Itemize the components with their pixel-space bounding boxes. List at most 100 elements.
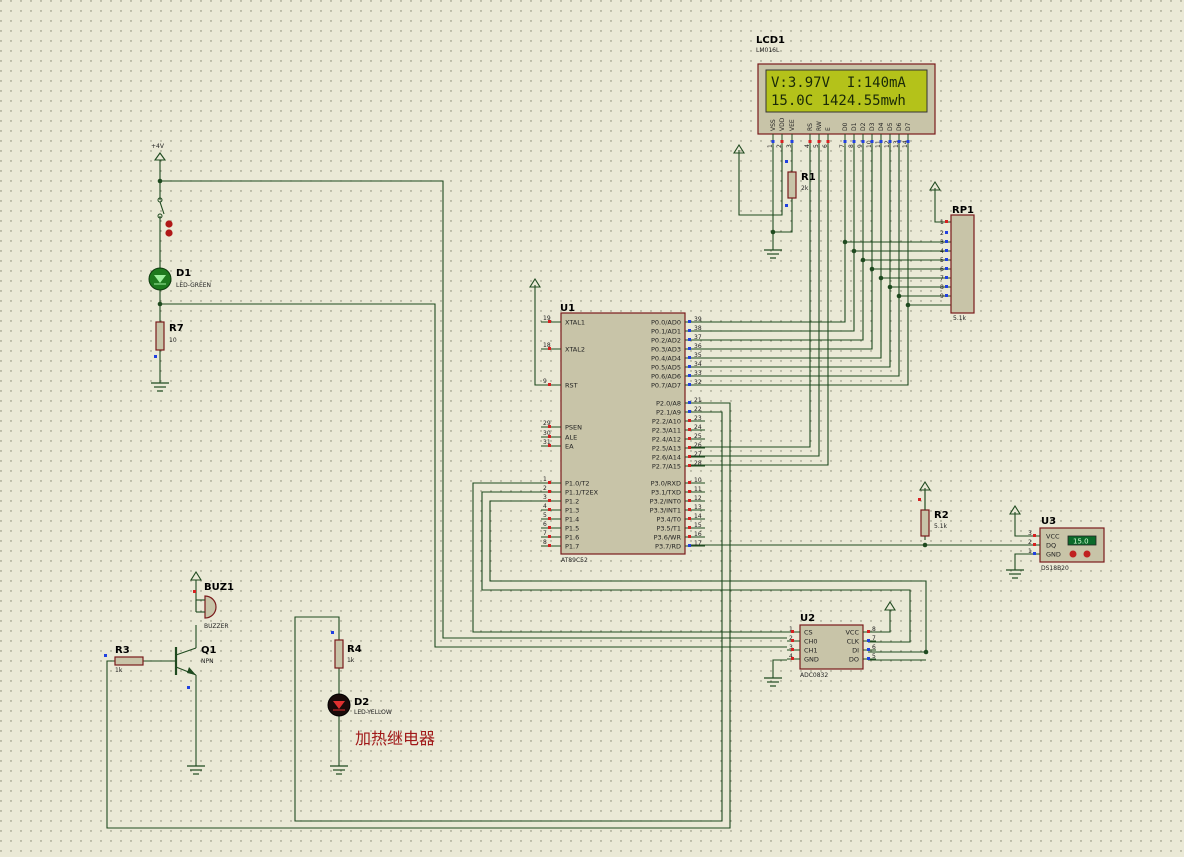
r2-body: [920, 509, 930, 537]
rp1-pin-number: 7: [940, 275, 944, 282]
u1-pin-number: 10: [694, 477, 702, 484]
u1-pin-name: P2.4/A12: [652, 436, 681, 444]
rp1-pin-number: 5: [940, 257, 944, 264]
u3-pin-name: VCC: [1046, 533, 1060, 541]
lcd-pin-label: RS: [807, 123, 814, 131]
lcd-pin-number: 4: [804, 144, 811, 148]
u1-pin-number: 4: [543, 503, 547, 510]
lcd-ref: LCD1: [756, 35, 785, 46]
u3-down-button[interactable]: [1069, 550, 1077, 558]
d2-ref: D2: [354, 697, 369, 708]
lcd-pin-number: 5: [813, 144, 820, 148]
lcd-pin-number: 7: [839, 144, 846, 148]
lcd-pin-number: 6: [822, 144, 829, 148]
r7-ref: R7: [169, 323, 184, 334]
switch-s1[interactable]: [157, 197, 173, 237]
lcd-pin-label: E: [825, 127, 832, 131]
led-d1[interactable]: D1 LED-GREEN: [148, 267, 211, 291]
resistor-r1[interactable]: R1 2k: [785, 160, 816, 207]
u1-pin-number: 22: [694, 406, 702, 413]
r2-value: 5.1k: [934, 523, 948, 530]
rp1-ref: RP1: [952, 205, 974, 216]
u1-model: AT89C52: [561, 557, 588, 564]
power-terminal-4v[interactable]: +4V: [151, 143, 167, 161]
u1-pin-name: P0.1/AD1: [651, 328, 681, 336]
buzzer-drive-wire: [106, 402, 731, 829]
lcd-module[interactable]: LCD1 LM016L V:3.97V I:140mA 15.0C 1424.5…: [756, 35, 936, 148]
u2-pin-number: 7: [872, 635, 876, 642]
u1-pin-name: P1.4: [565, 516, 579, 524]
relay-drive-wire: [294, 411, 723, 822]
u1-pin-name: XTAL1: [565, 319, 585, 327]
lcd-pin-number: 9: [857, 144, 864, 148]
u2-pin-number: 2: [789, 635, 793, 642]
lcd-pin-label: VEE: [789, 119, 796, 131]
lcd-pin-number: 8: [848, 144, 855, 148]
lcd-pin-label: D1: [851, 122, 858, 131]
lcd-pin-label: D5: [887, 122, 894, 131]
u1-pin-name: P3.4/T0: [656, 516, 681, 524]
u2-pin-number: 5: [872, 653, 876, 660]
u1-pin-number: 23: [694, 415, 702, 422]
rp1-pin-number: 2: [940, 230, 944, 237]
u1-pin-number: 29: [543, 420, 551, 427]
lcd-pin-label: VDD: [779, 117, 786, 131]
lcd-pins: VSS1VDD2VEE3RS4RW5E6D07D18D29D310D411D51…: [767, 117, 912, 148]
resistor-r2[interactable]: R2 5.1k: [918, 490, 949, 537]
switch-button-top[interactable]: [165, 220, 173, 228]
rp1-value: 5.1k: [953, 315, 967, 322]
u1-pin-number: 39: [694, 316, 702, 323]
current-sense-wire: [160, 303, 787, 648]
u3-up-button[interactable]: [1083, 550, 1091, 558]
u1-pin-number: 36: [694, 343, 702, 350]
u1-pin-name: P3.3/INT1: [650, 507, 681, 515]
u1-pin-name: P1.2: [565, 498, 579, 506]
transistor-q1[interactable]: Q1 NPN: [174, 645, 217, 689]
r4-ref: R4: [347, 644, 362, 655]
u1-pin-name: P3.2/INT0: [650, 498, 681, 506]
u1-pin-number: 34: [694, 361, 702, 368]
lcd-pin-number: 2: [776, 144, 783, 148]
u2-pin-name: CH0: [804, 638, 818, 646]
u1-pin-number: 26: [694, 442, 702, 449]
u1-pin-name: P0.3/AD3: [651, 346, 681, 354]
u1-pin-number: 8: [543, 539, 547, 546]
ground-symbols: [151, 249, 1024, 775]
r7-body: [155, 321, 165, 351]
ds18b20-gnd-wire: [1014, 553, 1037, 570]
resistor-r4[interactable]: R4 1k: [331, 631, 362, 669]
vin-sense-wire: [160, 180, 787, 639]
buzzer-buz1[interactable]: BUZ1 BUZZER: [193, 582, 234, 630]
u1-pin-number: 33: [694, 370, 702, 377]
u2-pin-number: 3: [789, 644, 793, 651]
resistor-r7[interactable]: R7 10: [154, 321, 184, 358]
buz1-value: BUZZER: [204, 623, 229, 630]
resistor-r3[interactable]: R3 1k: [104, 645, 144, 674]
rp1-pin-number: 6: [940, 266, 944, 273]
u2-body: [799, 624, 864, 670]
switch-button-bottom[interactable]: [165, 229, 173, 237]
rp1-body: [950, 214, 975, 314]
lcd-pin-number: 14: [902, 140, 909, 148]
d2-triangle: [333, 701, 345, 709]
u1-pin-number: 19: [543, 315, 551, 322]
u1-pin-name: P1.5: [565, 525, 579, 533]
u2-pin-name: CH1: [804, 647, 818, 655]
u1-pin-name: P1.0/T2: [565, 480, 590, 488]
u1-pin-number: 7: [543, 530, 547, 537]
ds18b20-vcc-wire: [1014, 512, 1037, 537]
u1-pin-name: P1.3: [565, 507, 579, 515]
power-label: +4V: [151, 143, 165, 150]
u1-pin-name: EA: [565, 443, 574, 451]
q1-value: NPN: [201, 658, 214, 665]
lcd-pin-label: RW: [816, 121, 823, 131]
u2-pin-name: CS: [804, 629, 813, 637]
u1-pin-number: 24: [694, 424, 702, 431]
led-d2[interactable]: D2 LED-YELLOW: [327, 693, 392, 717]
